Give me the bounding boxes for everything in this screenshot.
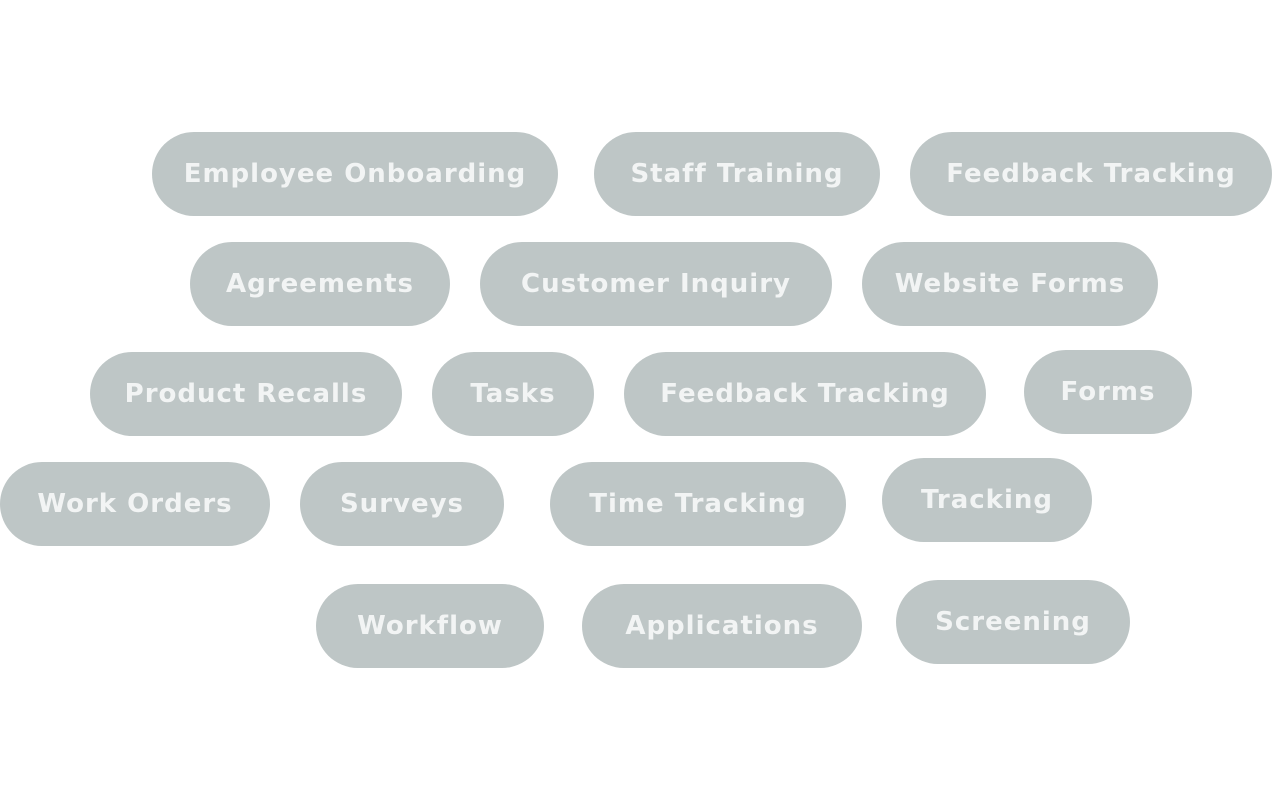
tag-product-recalls[interactable]: Product Recalls <box>90 352 402 436</box>
tag-feedback-tracking-2[interactable]: Feedback Tracking <box>624 352 986 436</box>
tag-staff-training[interactable]: Staff Training <box>594 132 880 216</box>
tag-website-forms[interactable]: Website Forms <box>862 242 1158 326</box>
tag-tracking[interactable]: Tracking <box>882 458 1092 542</box>
tag-surveys[interactable]: Surveys <box>300 462 504 546</box>
tag-workflow[interactable]: Workflow <box>316 584 544 668</box>
tag-feedback-tracking[interactable]: Feedback Tracking <box>910 132 1272 216</box>
tag-employee-onboarding[interactable]: Employee Onboarding <box>152 132 558 216</box>
tag-forms[interactable]: Forms <box>1024 350 1192 434</box>
tag-screening[interactable]: Screening <box>896 580 1130 664</box>
tag-agreements[interactable]: Agreements <box>190 242 450 326</box>
tag-tasks[interactable]: Tasks <box>432 352 594 436</box>
tag-time-tracking[interactable]: Time Tracking <box>550 462 846 546</box>
tag-work-orders[interactable]: Work Orders <box>0 462 270 546</box>
tag-applications[interactable]: Applications <box>582 584 862 668</box>
tag-customer-inquiry[interactable]: Customer Inquiry <box>480 242 832 326</box>
